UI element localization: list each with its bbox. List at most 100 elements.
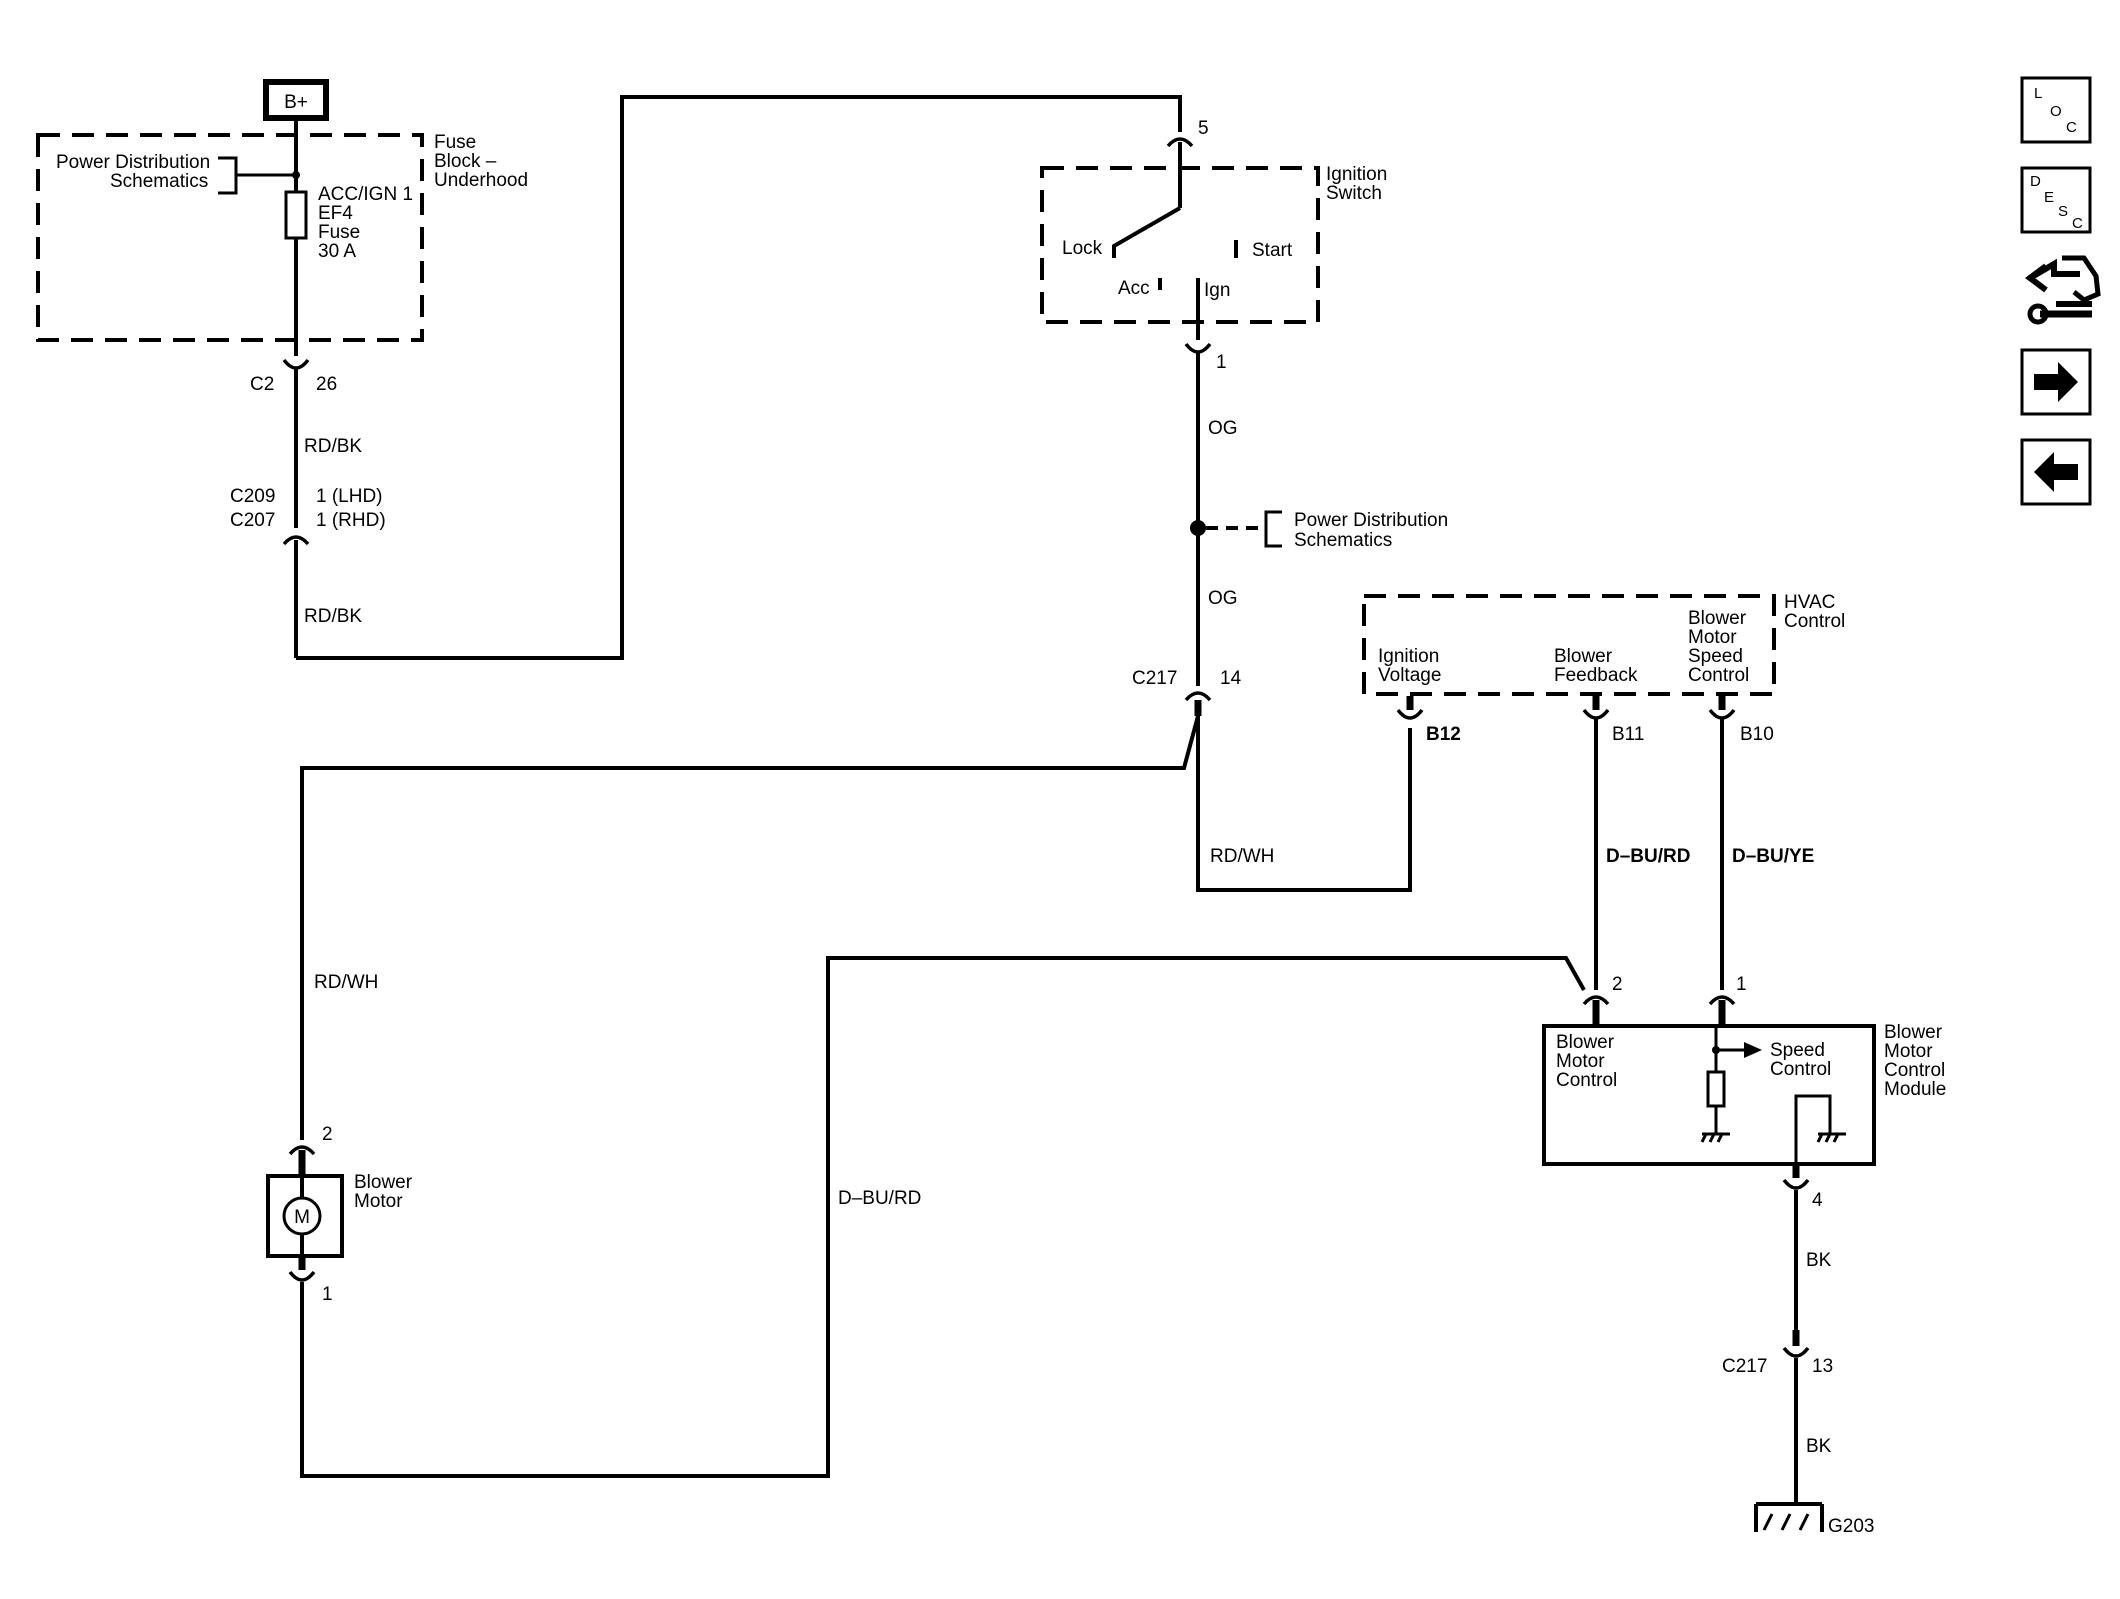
fuse-name-3: Fuse bbox=[318, 222, 360, 243]
c217b-name: C217 bbox=[1722, 1356, 1767, 1377]
resistor-symbol bbox=[1706, 1070, 1726, 1108]
hvac-title-1: HVAC bbox=[1784, 592, 1835, 613]
wire-label-rd-wh-1: RD/WH bbox=[1210, 846, 1274, 867]
module-speed-1: Speed bbox=[1770, 1040, 1825, 1061]
ground-g203-icon bbox=[1754, 1502, 1824, 1532]
connector-hvac-b11 bbox=[1582, 696, 1610, 720]
fuse-name-2: EF4 bbox=[318, 203, 353, 224]
c217-name: C217 bbox=[1132, 668, 1177, 689]
connector-module-1 bbox=[1708, 995, 1736, 1026]
blower-motor-title-1: Blower bbox=[354, 1172, 413, 1193]
fuse-block-title-2: Block – bbox=[434, 151, 497, 172]
desc-letter-e: E bbox=[2044, 189, 2054, 206]
motor-symbol-label: M bbox=[294, 1207, 310, 1228]
b-plus-supply: B+ bbox=[263, 79, 329, 121]
connector-motor-top bbox=[288, 1145, 316, 1156]
fuse-ref-line-2: Schematics bbox=[110, 171, 208, 192]
connector-motor-bottom bbox=[288, 1270, 316, 1282]
diagnostic-tool-icon[interactable] bbox=[2025, 255, 2101, 325]
c217-pin: 14 bbox=[1220, 668, 1242, 689]
speed-arrow-icon bbox=[1744, 1042, 1762, 1058]
loc-letter-o: O bbox=[2050, 103, 2062, 120]
fuse-symbol bbox=[284, 190, 308, 240]
desc-letter-s: S bbox=[2058, 203, 2068, 220]
fuse-block-title-1: Fuse bbox=[434, 132, 476, 153]
wire-label-bk-2: BK bbox=[1806, 1436, 1832, 1457]
hvac-speed-1: Blower bbox=[1688, 608, 1747, 629]
next-button[interactable] bbox=[2020, 348, 2092, 416]
wire-label-rd-wh-2: RD/WH bbox=[314, 972, 378, 993]
c2-pin: 26 bbox=[316, 374, 337, 395]
wire-label-d-bu-rd-2: D–BU/RD bbox=[838, 1188, 921, 1209]
power-ref-line-2: Schematics bbox=[1294, 530, 1392, 551]
loc-letter-c: C bbox=[2066, 119, 2077, 136]
c2-name: C2 bbox=[250, 374, 274, 395]
ign-lock-label: Lock bbox=[1062, 238, 1103, 259]
c209-name: C209 bbox=[230, 486, 275, 507]
ign-top-pin: 5 bbox=[1198, 118, 1209, 139]
motor-top-pin: 2 bbox=[322, 1124, 333, 1145]
fuse-name-1: ACC/IGN 1 bbox=[318, 184, 413, 205]
module-title-3: Control bbox=[1884, 1060, 1945, 1081]
loc-button[interactable]: L O C bbox=[2020, 76, 2092, 144]
hvac-control-outline bbox=[1362, 594, 1776, 696]
module-inner-3: Control bbox=[1556, 1070, 1617, 1091]
wire-label-og-2: OG bbox=[1208, 588, 1238, 609]
hvac-ign-voltage-1: Ignition bbox=[1378, 646, 1439, 667]
previous-button[interactable] bbox=[2020, 438, 2092, 506]
arrow-right-icon bbox=[2034, 362, 2078, 402]
blower-module-box bbox=[1542, 1024, 1876, 1166]
loc-letter-l: L bbox=[2034, 85, 2042, 102]
module-pin-4: 4 bbox=[1812, 1190, 1823, 1211]
module-speed-2: Control bbox=[1770, 1059, 1831, 1080]
module-inner-1: Blower bbox=[1556, 1032, 1615, 1053]
desc-button[interactable]: D E S C bbox=[2020, 166, 2092, 234]
hvac-title-2: Control bbox=[1784, 611, 1845, 632]
ground-label: G203 bbox=[1828, 1516, 1874, 1537]
c217b-pin: 13 bbox=[1812, 1356, 1833, 1377]
connector-ign-bottom bbox=[1184, 342, 1212, 354]
module-ground-icon-1 bbox=[1700, 1132, 1730, 1143]
wire-label-d-bu-rd-1: D–BU/RD bbox=[1606, 846, 1690, 867]
power-ref-line-1: Power Distribution bbox=[1294, 510, 1448, 531]
module-pin-2: 2 bbox=[1612, 974, 1623, 995]
c207-pin: 1 (RHD) bbox=[316, 510, 386, 531]
ign-start-label: Start bbox=[1252, 240, 1293, 261]
connector-module-2 bbox=[1582, 995, 1610, 1026]
hvac-speed-2: Motor bbox=[1688, 627, 1737, 648]
fuse-block-title-3: Underhood bbox=[434, 170, 528, 191]
hvac-pin-b11: B11 bbox=[1612, 724, 1644, 745]
hvac-speed-3: Speed bbox=[1688, 646, 1743, 667]
wire-label-og-1: OG bbox=[1208, 418, 1238, 439]
hvac-feedback-1: Blower bbox=[1554, 646, 1613, 667]
fuse-ref-line-1: Power Distribution bbox=[56, 152, 210, 173]
ign-ign-label: Ign bbox=[1204, 280, 1230, 301]
connector-c2 bbox=[282, 358, 310, 528]
connector-c209-c207 bbox=[282, 535, 310, 658]
wire-label-rd-bk-1: RD/BK bbox=[304, 436, 362, 457]
ignition-switch-outline bbox=[1040, 166, 1320, 324]
hvac-pin-b12: B12 bbox=[1426, 724, 1461, 745]
hvac-ign-voltage-2: Voltage bbox=[1378, 665, 1441, 686]
desc-letter-d: D bbox=[2030, 173, 2041, 190]
module-title-1: Blower bbox=[1884, 1022, 1943, 1043]
module-pin-1: 1 bbox=[1736, 974, 1747, 995]
b-plus-label: B+ bbox=[284, 92, 308, 113]
wire-label-bk-1: BK bbox=[1806, 1250, 1832, 1271]
connector-c217 bbox=[1184, 691, 1212, 716]
splice-point bbox=[1190, 520, 1206, 536]
ign-switch-title-2: Switch bbox=[1326, 183, 1382, 204]
ign-acc-label: Acc bbox=[1118, 278, 1150, 299]
wire-label-d-bu-ye: D–BU/YE bbox=[1732, 846, 1814, 867]
connector-hvac-b12 bbox=[1396, 696, 1424, 720]
fuse-block-outline bbox=[36, 133, 424, 342]
connector-c217-13 bbox=[1782, 1346, 1810, 1358]
ign-bottom-pin: 1 bbox=[1216, 352, 1227, 373]
ign-switch-title-1: Ignition bbox=[1326, 164, 1387, 185]
hvac-speed-4: Control bbox=[1688, 665, 1749, 686]
module-title-4: Module bbox=[1884, 1079, 1946, 1100]
connector-ign-top bbox=[1166, 137, 1194, 148]
blower-motor-title-2: Motor bbox=[354, 1191, 403, 1212]
ignition-switch-contact bbox=[1112, 206, 1181, 258]
c209-pin: 1 (LHD) bbox=[316, 486, 383, 507]
